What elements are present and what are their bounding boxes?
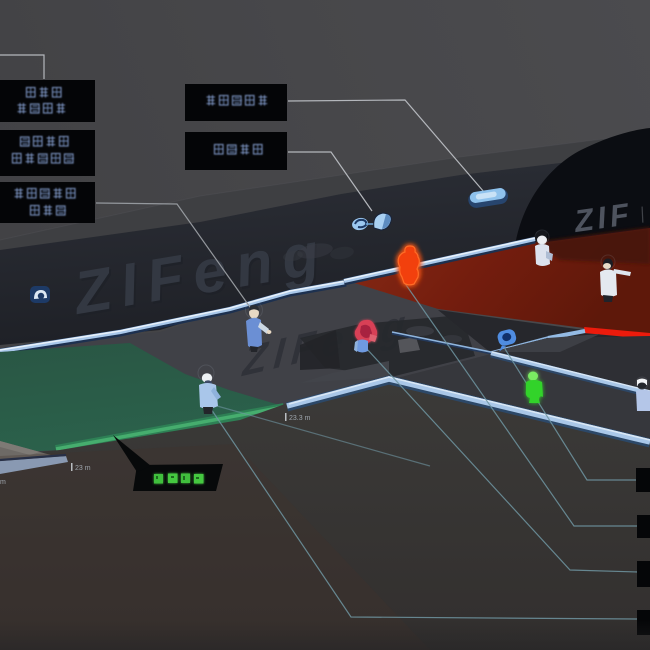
svg-text:23.3 m: 23.3 m — [289, 415, 311, 422]
svg-text:m: m — [0, 479, 6, 486]
svg-text:23 m: 23 m — [75, 465, 91, 472]
